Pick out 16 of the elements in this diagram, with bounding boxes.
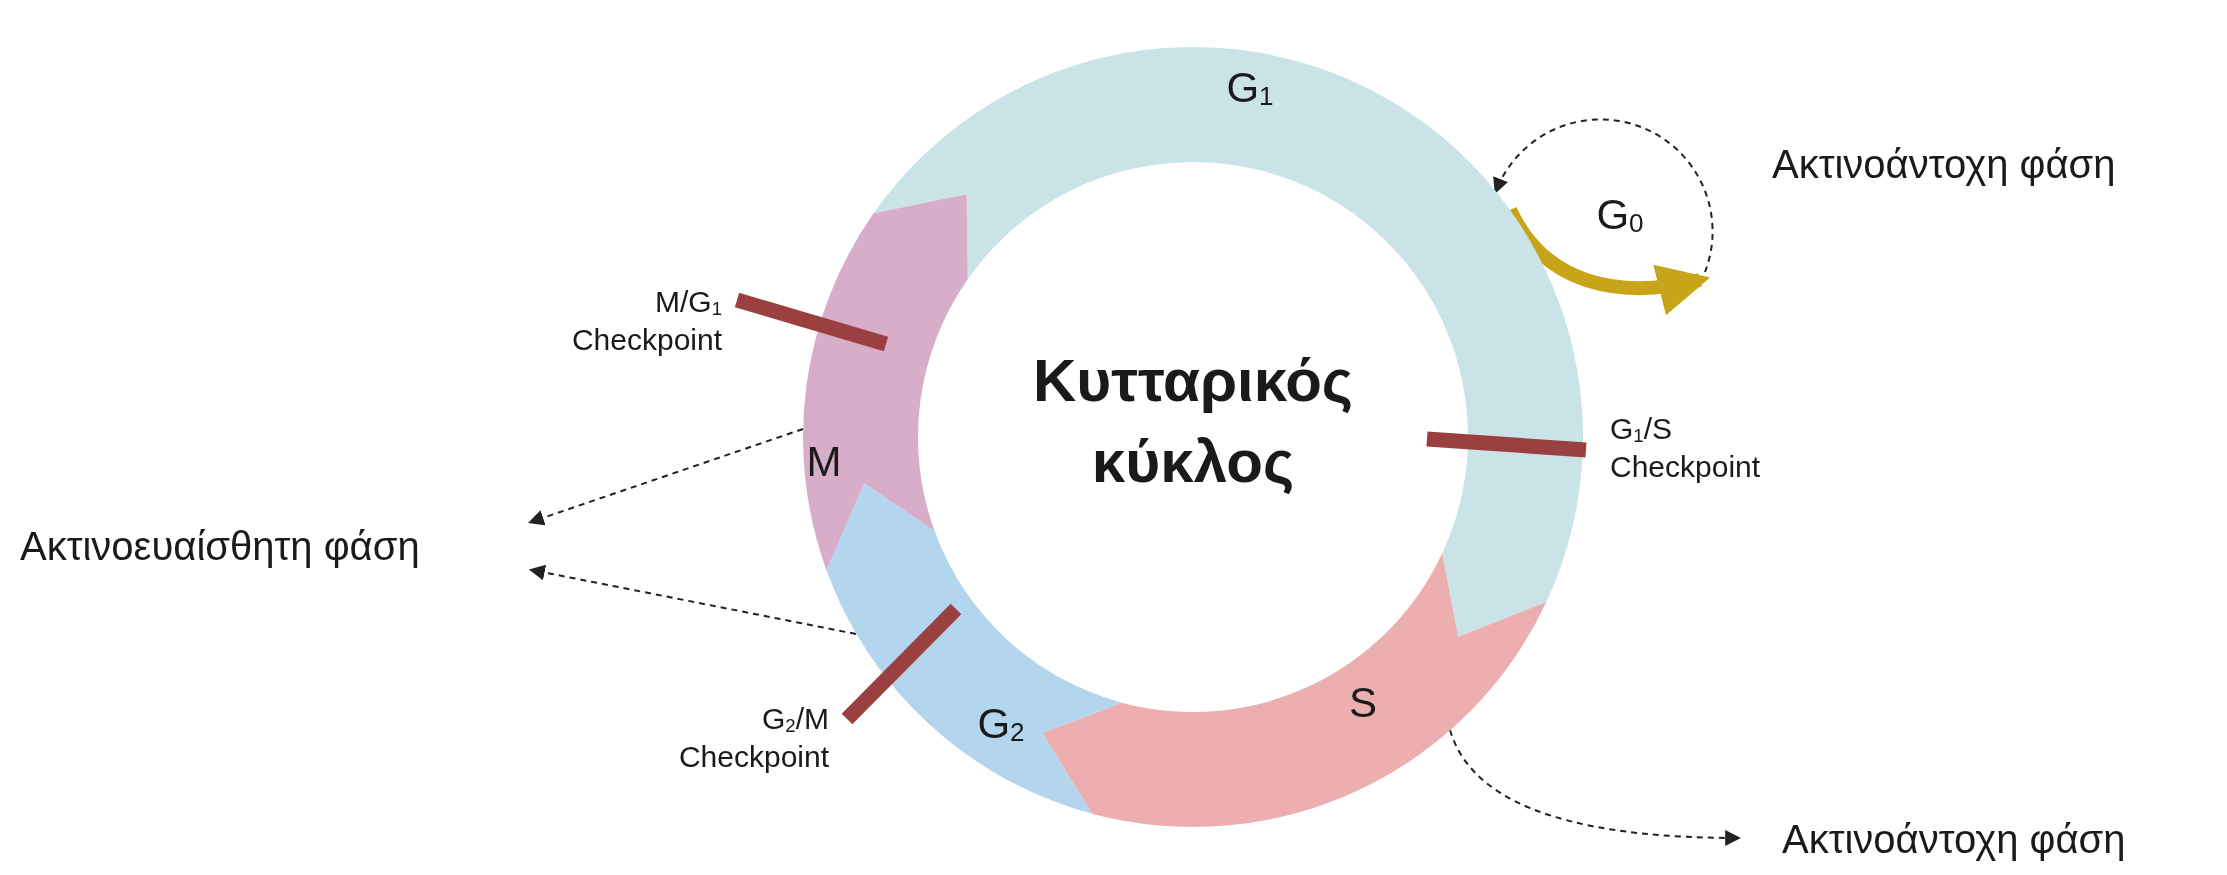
checkpoint-label: G$_{2}$/M Checkpoint (677, 701, 829, 775)
phase-label: G$_{2}$ (977, 702, 1025, 746)
phase-label: S (1349, 682, 1377, 724)
phase-label: M (806, 441, 842, 483)
phase-note: Ακτινοάντοχη φάση (1772, 141, 2116, 188)
checkpoint-label: G$_{1}$/S Checkpoint (1610, 411, 1762, 485)
phase-note: Ακτινοάντοχη φάση (1782, 816, 2127, 863)
dashed-arrow (1449, 729, 1742, 846)
dashed-arrow (527, 428, 804, 526)
phase-label: G$_{1}$ (1226, 66, 1274, 110)
dashed-arrow (1494, 118, 1714, 273)
title: Κυτταρικός κύκλος (1031, 346, 1355, 497)
phase-label: G$_{0}$ (1596, 193, 1644, 237)
phase-note: Ακτινοευαίσθητη φάση (20, 523, 421, 570)
checkpoint-label: M/G$_{1}$ Checkpoint (570, 284, 722, 358)
dashed-arrow (528, 564, 857, 635)
